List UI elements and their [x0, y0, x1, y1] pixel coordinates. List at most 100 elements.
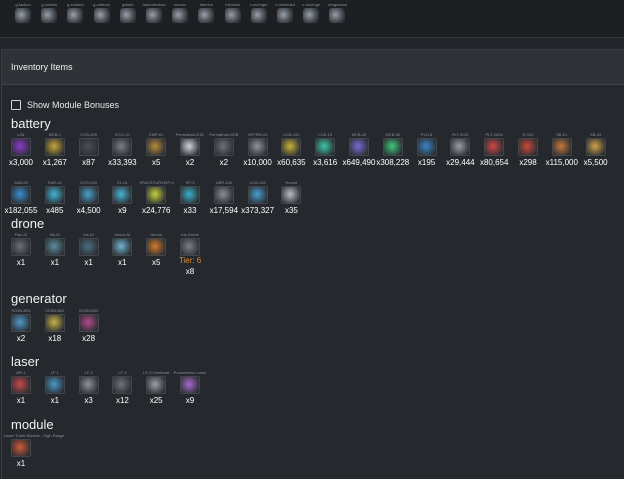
item-name: Permafrost-DSL: [175, 132, 205, 137]
item-quantity: x1: [16, 258, 26, 267]
item-icon: [247, 186, 268, 204]
item-name: PLT-2021: [451, 132, 469, 137]
item-icon: [551, 138, 572, 156]
ship-option[interactable]: hammerclaw: [141, 2, 167, 23]
item-icon: [112, 138, 133, 156]
item-quantity: x2: [16, 334, 26, 343]
item-icon: [11, 439, 31, 457]
item-name: PLD-8: [420, 132, 433, 137]
item-quantity: x1: [118, 258, 127, 267]
category-title: laser: [11, 354, 40, 369]
ship-option[interactable]: v-dominant: [272, 2, 298, 23]
item-name: MCB-50: [385, 132, 401, 137]
ship-icon: [172, 8, 189, 23]
ship-icon: [67, 8, 84, 23]
item-icon: [112, 238, 133, 256]
ship-option[interactable]: g-veteran: [89, 2, 115, 23]
item-name: MCB-1: [48, 132, 62, 137]
item-quantity: x29,444: [446, 158, 475, 167]
ship-icon: [15, 8, 31, 23]
item-quantity: x9: [118, 206, 127, 215]
item-name: CCB-005: [80, 132, 97, 137]
ship-option[interactable]: vengeance: [324, 2, 350, 23]
ship-label: hammerclaw: [142, 2, 166, 7]
ship-option[interactable]: goliath: [115, 2, 141, 23]
item-tier: Tier: 6: [178, 256, 202, 265]
module-bonuses-toggle[interactable]: Show Module Bonuses: [11, 100, 119, 110]
ship-option[interactable]: v-revenge: [298, 2, 324, 23]
item-name: UCB-100: [283, 132, 300, 137]
ship-icon: [303, 8, 320, 23]
ship-option[interactable]: leonov: [167, 2, 193, 23]
item-name: SB-01: [556, 132, 568, 137]
item-icon: [315, 138, 336, 156]
inventory-item[interactable]: PLT-2021 x29,444: [443, 132, 477, 167]
item-name: Hercul: [150, 232, 162, 237]
item-icon: [146, 238, 167, 256]
item-quantity: x1: [16, 459, 26, 468]
ship-option[interactable]: tiberion: [193, 2, 219, 23]
ship-label: mimesis: [225, 2, 240, 7]
item-quantity: x28: [82, 334, 96, 343]
item-icon: [44, 238, 65, 256]
ship-option[interactable]: mimesis: [220, 2, 246, 23]
item-quantity: x35: [284, 206, 298, 215]
item-icon: [213, 138, 234, 156]
item-quantity: x5: [151, 158, 161, 167]
ship-option[interactable]: g-nefaris: [36, 2, 62, 23]
module-bonuses-checkbox[interactable]: [11, 100, 21, 110]
item-quantity: x9: [185, 396, 195, 405]
ship-option[interactable]: g-exalted: [62, 2, 88, 23]
ship-option[interactable]: v-avenger: [246, 2, 272, 23]
item-name: PLT-2026: [485, 132, 503, 137]
item-name: SG3N-B02: [45, 308, 65, 313]
item-quantity: x10,000: [243, 158, 272, 167]
item-quantity: x485: [46, 206, 64, 215]
item-name: SPACECURVEIP-0: [139, 180, 174, 185]
ship-option[interactable]: g-faction: [10, 2, 36, 23]
item-icon: [146, 138, 167, 156]
